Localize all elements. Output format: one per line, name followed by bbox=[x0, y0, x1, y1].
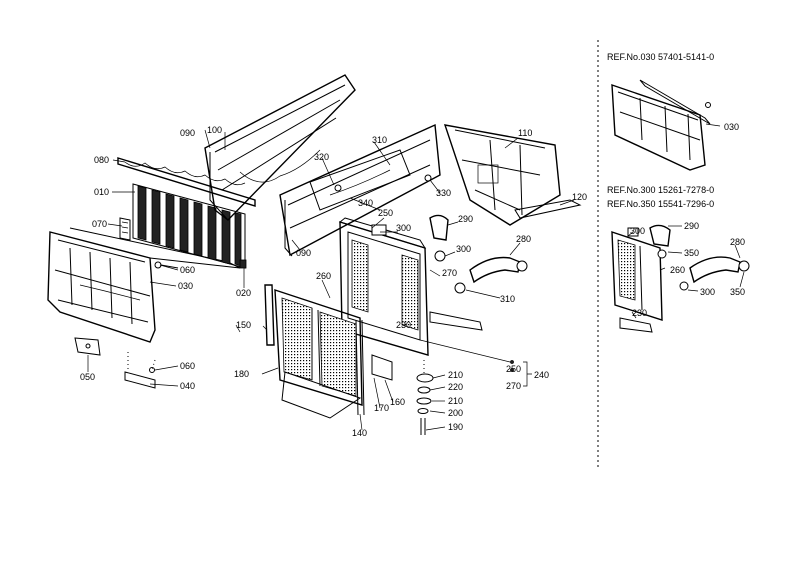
label-320-b: 330 bbox=[436, 188, 451, 198]
label-020: 020 bbox=[236, 288, 251, 298]
inset-label-350-b: 350 bbox=[730, 287, 745, 297]
label-100: 100 bbox=[207, 125, 222, 135]
ref-300-text: REF.No.300 15261-7278-0 bbox=[607, 185, 714, 195]
label-270-a: 260 bbox=[316, 271, 331, 281]
inset-label-290: 290 bbox=[684, 221, 699, 231]
label-070: 070 bbox=[92, 219, 107, 229]
inset-label-300-a: 300 bbox=[630, 226, 645, 236]
label-030: 030 bbox=[178, 281, 193, 291]
label-140: 140 bbox=[352, 428, 367, 438]
label-320-a: 320 bbox=[314, 152, 329, 162]
label-300-b: 300 bbox=[456, 244, 471, 254]
label-230: 230 bbox=[396, 320, 411, 330]
inset-label-280: 280 bbox=[730, 237, 745, 247]
label-290: 290 bbox=[458, 214, 473, 224]
inset-label-260: 260 bbox=[670, 265, 685, 275]
leader-lines bbox=[87, 129, 575, 431]
label-310: 310 bbox=[372, 135, 387, 145]
front-grille-assembly bbox=[47, 157, 256, 389]
inset-label-350-a: 350 bbox=[684, 248, 699, 258]
label-090-b: 090 bbox=[296, 248, 311, 258]
label-160: 160 bbox=[390, 397, 405, 407]
label-250-a: 250 bbox=[378, 208, 393, 218]
label-090-a: 090 bbox=[180, 128, 195, 138]
label-300-c: 310 bbox=[500, 294, 515, 304]
label-170: 170 bbox=[374, 403, 389, 413]
label-260: 270 bbox=[442, 268, 457, 278]
inset-label-230: 230 bbox=[632, 308, 647, 318]
hood-panels bbox=[204, 74, 582, 257]
label-080: 080 bbox=[94, 155, 109, 165]
label-120: 120 bbox=[572, 192, 587, 202]
label-280: 280 bbox=[516, 234, 531, 244]
label-250-b: 250 bbox=[506, 364, 521, 374]
label-270-b: 270 bbox=[506, 381, 521, 391]
label-190: 190 bbox=[448, 422, 463, 432]
ref-350-text: REF.No.350 15541-7296-0 bbox=[607, 199, 714, 209]
label-050: 050 bbox=[80, 372, 95, 382]
inset-label-300-b: 300 bbox=[700, 287, 715, 297]
label-210-a: 210 bbox=[448, 370, 463, 380]
inset-label-030: 030 bbox=[724, 122, 739, 132]
part-number-labels: 080 010 070 060 030 020 050 060 040 090 … bbox=[80, 125, 587, 438]
radiator-assembly bbox=[264, 214, 528, 435]
inset-ref-300-350: REF.No.300 15261-7278-0 REF.No.350 15541… bbox=[607, 185, 750, 333]
label-110: 110 bbox=[518, 128, 532, 138]
label-060-b: 060 bbox=[180, 361, 195, 371]
label-300-a: 300 bbox=[396, 223, 411, 233]
label-330: 340 bbox=[358, 198, 373, 208]
grille-bars bbox=[132, 183, 246, 269]
label-220: 220 bbox=[448, 382, 463, 392]
label-180: 180 bbox=[234, 369, 249, 379]
label-060-a: 060 bbox=[180, 265, 195, 275]
label-010: 010 bbox=[94, 187, 109, 197]
label-200: 200 bbox=[448, 408, 463, 418]
inset-ref-030: REF.No.030 57401-5141-0 030 bbox=[607, 52, 739, 171]
label-150: 150 bbox=[236, 320, 251, 330]
label-210-b: 210 bbox=[448, 396, 463, 406]
label-040: 040 bbox=[180, 381, 195, 391]
ref-030-text: REF.No.030 57401-5141-0 bbox=[607, 52, 714, 62]
label-240: 240 bbox=[534, 370, 549, 380]
